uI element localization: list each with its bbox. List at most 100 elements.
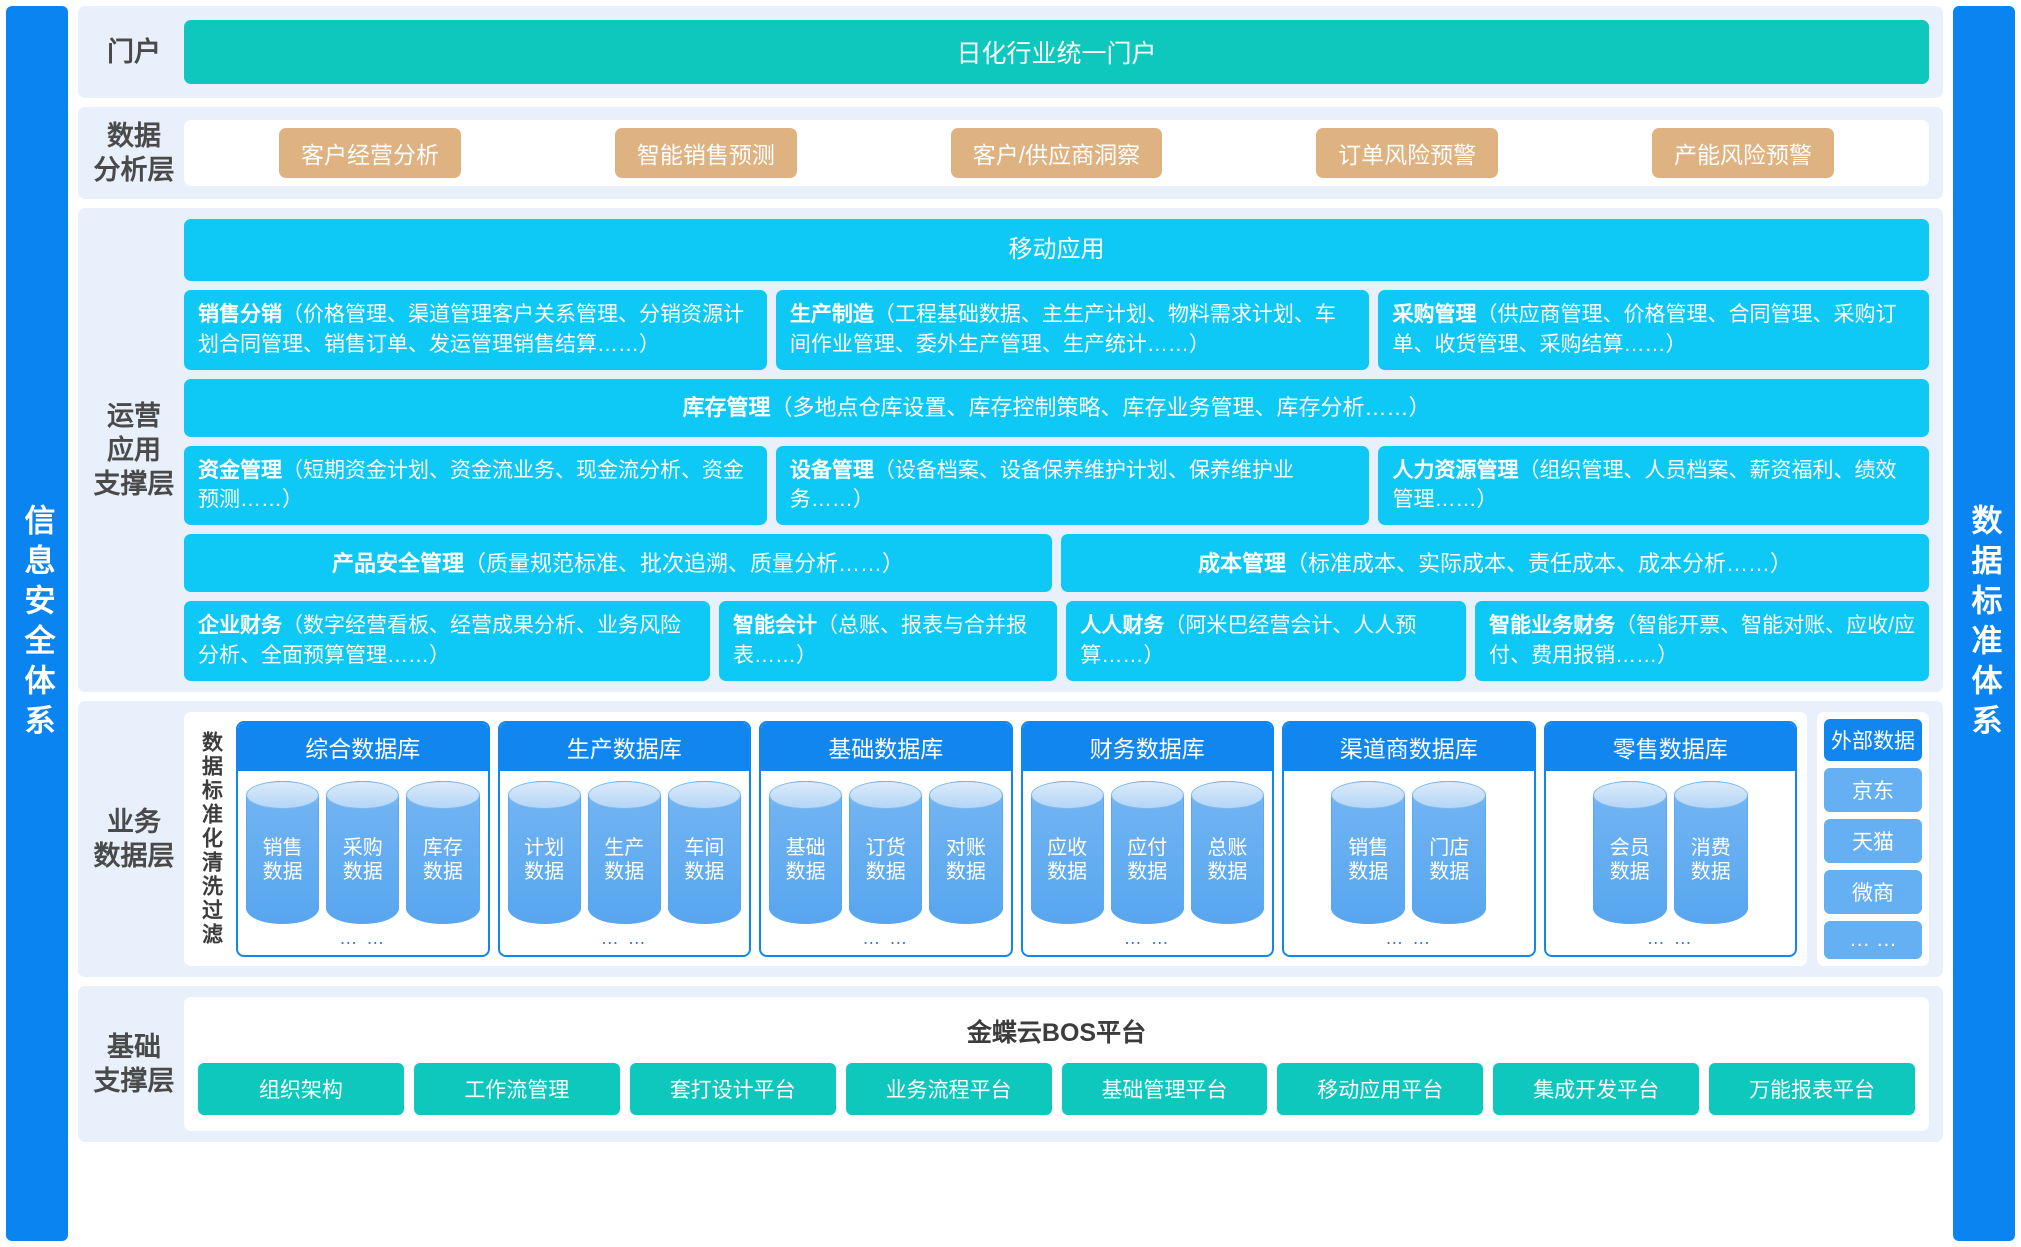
- module-inventory-management[interactable]: 库存管理（多地点仓库设置、库存控制策略、库存业务管理、库存分析……）: [184, 378, 1929, 437]
- cylinder-order-data[interactable]: 订货数据: [849, 780, 923, 924]
- platform-chip-form-print-design[interactable]: 套打设计平台: [629, 1062, 836, 1115]
- module-fund-management[interactable]: 资金管理（短期资金计划、资金流业务、现金流分析、资金预测……）: [184, 445, 767, 526]
- module-equipment-management[interactable]: 设备管理（设备档案、设备保养维护计划、保养维护业务……）: [775, 445, 1370, 526]
- module-mobile-app[interactable]: 移动应用: [184, 219, 1929, 281]
- layer-data-analysis-label: 数据 分析层: [92, 119, 184, 187]
- left-sidebar-information-security: 信息安全体系: [6, 6, 68, 1241]
- db-group-dots: … …: [1646, 927, 1694, 948]
- analysis-chip-customer-supplier-insight[interactable]: 客户/供应商洞察: [950, 128, 1163, 178]
- cylinder-member-data[interactable]: 会员数据: [1592, 780, 1667, 924]
- analysis-chip-capacity-risk-alert[interactable]: 产能风险预警: [1652, 128, 1835, 178]
- module-fund-management-title: 资金管理: [198, 458, 282, 482]
- module-hr-management[interactable]: 人力资源管理（组织管理、人员档案、薪资福利、绩效管理……）: [1378, 445, 1929, 526]
- cylinder-label: 销售数据: [262, 837, 303, 884]
- external-source-more[interactable]: … …: [1824, 920, 1922, 959]
- cylinder-label: 订货数据: [865, 837, 906, 884]
- db-group-finance[interactable]: 财务数据库 应收数据 应付数据 总账数据 … …: [1020, 720, 1274, 957]
- module-cost-management-title: 成本管理: [1197, 550, 1286, 576]
- module-equipment-management-detail: （设备档案、设备保养维护计划、保养维护业务……）: [789, 458, 1294, 512]
- db-group-comprehensive[interactable]: 综合数据库 销售数据 采购数据 库存数据 … …: [236, 720, 490, 957]
- cylinder-ledger-data[interactable]: 总账数据: [1190, 780, 1265, 924]
- cylinder-inventory-data[interactable]: 库存数据: [406, 780, 480, 924]
- module-cost-management[interactable]: 成本管理（标准成本、实际成本、责任成本、成本分析……）: [1061, 534, 1929, 593]
- module-enterprise-finance[interactable]: 企业财务（数字经营看板、经营成果分析、业务风险分析、全面预算管理……）: [184, 601, 711, 681]
- module-fund-management-detail: （短期资金计划、资金流业务、现金流分析、资金预测……）: [198, 458, 744, 512]
- cylinder-label: 计划数据: [524, 837, 565, 884]
- cylinder-store-data[interactable]: 门店数据: [1412, 780, 1487, 924]
- diagram-center-column: 门户 日化行业统一门户 数据 分析层 客户经营分析 智能销售预测 客户/供应商洞…: [68, 0, 1953, 1247]
- module-hr-management-detail: （组织管理、人员档案、薪资福利、绩效管理……）: [1392, 458, 1897, 512]
- platform-chip-workflow[interactable]: 工作流管理: [413, 1062, 620, 1115]
- module-purchasing-management[interactable]: 采购管理（供应商管理、价格管理、合同管理、采购订单、收货管理、采购结算……）: [1378, 290, 1929, 370]
- cylinder-purchase-data[interactable]: 采购数据: [326, 780, 400, 924]
- db-group-comprehensive-title: 综合数据库: [238, 722, 488, 771]
- platform-chip-business-process[interactable]: 业务流程平台: [845, 1062, 1052, 1115]
- module-product-safety-detail: （质量规范标准、批次追溯、质量分析……）: [464, 550, 905, 576]
- module-enterprise-finance-detail: （数字经营看板、经营成果分析、业务风险分析、全面预算管理……）: [198, 614, 681, 668]
- cylinder-label: 总账数据: [1207, 837, 1248, 884]
- cylinder-payable-data[interactable]: 应付数据: [1110, 780, 1185, 924]
- cylinder-label: 生产数据: [604, 837, 645, 884]
- portal-bar[interactable]: 日化行业统一门户: [184, 20, 1929, 84]
- cylinder-consumption-data[interactable]: 消费数据: [1673, 780, 1748, 924]
- module-everyone-finance[interactable]: 人人财务（阿米巴经营会计、人人预算……）: [1066, 601, 1467, 681]
- cylinder-label: 对账数据: [945, 837, 986, 884]
- cylinder-basic-data[interactable]: 基础数据: [769, 780, 843, 924]
- layer-business-data-label-line1: 业务: [107, 806, 161, 837]
- analysis-chip-sales-forecast[interactable]: 智能销售预测: [614, 128, 797, 178]
- ops-row-1: 销售分销（价格管理、渠道管理客户关系管理、分销资源计划合同管理、销售订单、发运管…: [184, 290, 1929, 370]
- module-product-safety-management[interactable]: 产品安全管理（质量规范标准、批次追溯、质量分析……）: [184, 534, 1052, 593]
- platform-chip-org-structure[interactable]: 组织架构: [198, 1062, 404, 1115]
- cylinder-channel-sales-data[interactable]: 销售数据: [1331, 780, 1406, 924]
- module-sales-distribution[interactable]: 销售分销（价格管理、渠道管理客户关系管理、分销资源计划合同管理、销售订单、发运管…: [184, 290, 767, 370]
- cylinder-label: 应付数据: [1127, 837, 1168, 884]
- layer-business-data-body: 数据标准化清洗过滤 综合数据库 销售数据 采购数据 库存数据: [184, 711, 1929, 966]
- db-group-finance-title: 财务数据库: [1022, 722, 1272, 771]
- external-source-weishang[interactable]: 微商: [1824, 869, 1922, 914]
- cylinder-production-data[interactable]: 生产数据: [587, 780, 662, 924]
- right-sidebar-label: 数据标准体系: [1966, 503, 2002, 744]
- db-group-dots: … …: [1385, 927, 1433, 948]
- cylinder-plan-data[interactable]: 计划数据: [507, 780, 581, 924]
- module-smart-business-finance[interactable]: 智能业务财务（智能开票、智能对账、应收/应付、费用报销……）: [1475, 601, 1929, 681]
- cylinder-reconciliation-data[interactable]: 对账数据: [929, 780, 1003, 924]
- cylinder-label: 消费数据: [1690, 837, 1731, 884]
- layer-foundation-label-line1: 基础: [107, 1031, 161, 1062]
- module-product-safety-title: 产品安全管理: [331, 550, 464, 576]
- module-production-manufacturing-title: 生产制造: [789, 303, 874, 326]
- cylinder-receivable-data[interactable]: 应收数据: [1030, 780, 1104, 924]
- cylinder-workshop-data[interactable]: 车间数据: [667, 780, 742, 924]
- platform-chip-universal-report[interactable]: 万能报表平台: [1709, 1062, 1915, 1115]
- cylinder-label: 采购数据: [342, 837, 383, 884]
- db-group-dots: … …: [1123, 927, 1171, 948]
- layer-portal-label: 门户: [107, 36, 161, 67]
- module-smart-business-finance-detail: （智能开票、智能对账、应收/应付、费用报销……）: [1489, 614, 1915, 668]
- layer-data-analysis-label-line2: 分析层: [93, 155, 175, 185]
- cylinder-sales-data[interactable]: 销售数据: [246, 780, 320, 924]
- module-smart-accounting[interactable]: 智能会计（总账、报表与合并报表……）: [719, 601, 1058, 681]
- platform-chip-integration-dev[interactable]: 集成开发平台: [1493, 1062, 1700, 1115]
- db-group-retail[interactable]: 零售数据库 会员数据 消费数据 … …: [1543, 720, 1797, 957]
- platform-chip-basic-management[interactable]: 基础管理平台: [1061, 1062, 1268, 1115]
- module-equipment-management-title: 设备管理: [789, 458, 874, 482]
- db-group-channel[interactable]: 渠道商数据库 销售数据 门店数据 … …: [1282, 720, 1536, 957]
- cylinder-label: 门店数据: [1429, 837, 1470, 884]
- db-group-basic-title: 基础数据库: [761, 722, 1011, 771]
- external-source-tmall[interactable]: 天猫: [1824, 818, 1922, 863]
- external-data-title: 外部数据: [1824, 718, 1922, 761]
- db-group-production[interactable]: 生产数据库 计划数据 生产数据 车间数据 … …: [497, 720, 751, 957]
- layer-business-data-label-line2: 数据层: [93, 840, 175, 871]
- external-source-jd[interactable]: 京东: [1824, 767, 1922, 812]
- module-smart-accounting-title: 智能会计: [733, 614, 818, 638]
- module-production-manufacturing[interactable]: 生产制造（工程基础数据、主生产计划、物料需求计划、车间作业管理、委外生产管理、生…: [775, 290, 1370, 370]
- module-purchasing-management-detail: （供应商管理、价格管理、合同管理、采购订单、收货管理、采购结算……）: [1392, 303, 1897, 356]
- platform-chip-mobile-app[interactable]: 移动应用平台: [1277, 1062, 1484, 1115]
- analysis-chip-order-risk-alert[interactable]: 订单风险预警: [1316, 128, 1499, 178]
- analysis-chip-customer-operation[interactable]: 客户经营分析: [278, 128, 461, 178]
- database-group-container: 数据标准化清洗过滤 综合数据库 销售数据 采购数据 库存数据: [184, 711, 1807, 966]
- db-group-channel-title: 渠道商数据库: [1284, 722, 1534, 771]
- module-hr-management-title: 人力资源管理: [1392, 458, 1519, 482]
- layer-business-data: 业务 数据层 数据标准化清洗过滤 综合数据库: [78, 700, 1943, 977]
- db-group-basic[interactable]: 基础数据库 基础数据 订货数据 对账数据 … …: [759, 720, 1013, 957]
